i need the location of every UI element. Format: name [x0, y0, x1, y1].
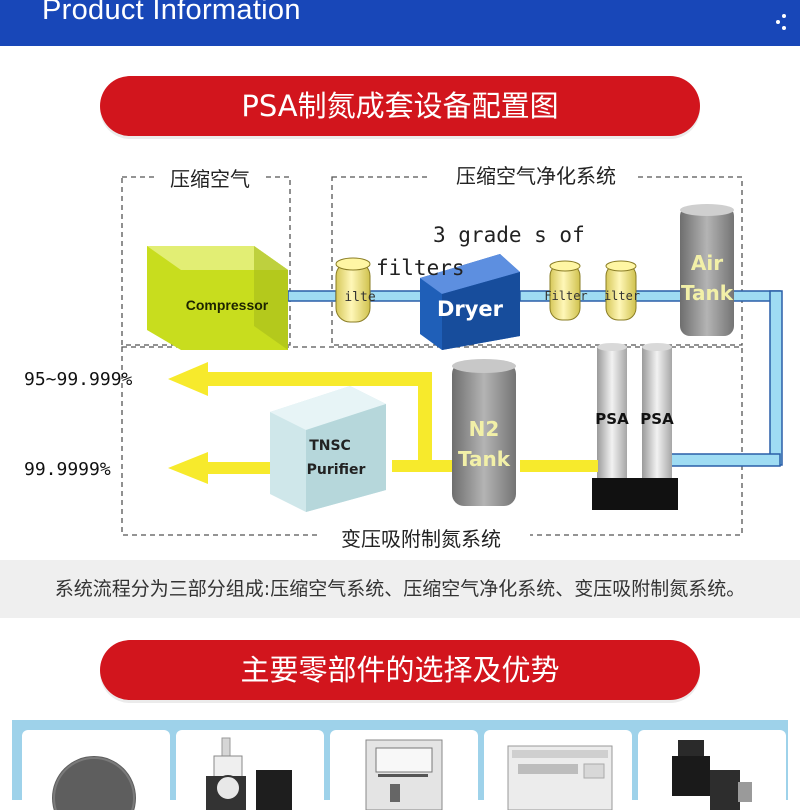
- dryer-label: Dryer: [437, 297, 504, 321]
- n2-tank: [452, 359, 516, 506]
- vertical-dots-icon[interactable]: [776, 12, 788, 36]
- purifier-label-2: Purifier: [307, 462, 366, 478]
- label-compressed-air: 压缩空气: [170, 167, 250, 191]
- output-purity-standard: 95~99.999%: [24, 369, 133, 390]
- label-air-purification: 压缩空气净化系统: [456, 164, 616, 188]
- caption-band: 系统流程分为三部分组成:压缩空气系统、压缩空气净化系统、变压吸附制氮系统。: [0, 560, 800, 618]
- pressure-regulator-image: [176, 730, 324, 810]
- psa-right-label: PSA: [640, 410, 674, 428]
- dryer-note-line-2: filters: [376, 256, 465, 280]
- purifier-label-1: TNSC: [309, 438, 351, 454]
- air-tank-label-1: Air: [691, 251, 723, 275]
- molecular-sieve-image: [22, 730, 170, 810]
- psa-flow-diagram: 压缩空气 压缩空气净化系统 变压吸附制氮系统 Compressor ilte D…: [24, 162, 783, 551]
- parts-strip: [12, 720, 788, 810]
- top-bar: Product Information: [0, 0, 800, 46]
- output-purity-high: 99.9999%: [24, 459, 111, 480]
- air-tank: [680, 204, 734, 336]
- dryer-note-line-1: 3 grade s of: [433, 223, 585, 247]
- filter-3-label: ilter: [604, 289, 640, 303]
- n2-tank-label-1: N2: [469, 417, 500, 441]
- section-title-parts: 主要零部件的选择及优势: [100, 640, 700, 700]
- filter-3: [605, 260, 637, 321]
- plc-controller-image: [484, 730, 632, 810]
- n2-tank-label-2: Tank: [458, 447, 511, 471]
- label-psa-nitrogen: 变压吸附制氮系统: [341, 527, 501, 551]
- filter-2: [549, 260, 581, 321]
- psa-towers: [592, 343, 678, 510]
- nitrogen-flow-arrows: [168, 362, 598, 484]
- page-title: Product Information: [42, 0, 301, 26]
- pressure-switch-image: [330, 730, 478, 810]
- section-title-config: PSA制氮成套设备配置图: [100, 76, 700, 136]
- filter-1: [335, 257, 371, 323]
- compressor-label: Compressor: [186, 297, 269, 313]
- system-caption: 系统流程分为三部分组成:压缩空气系统、压缩空气净化系统、变压吸附制氮系统。: [54, 578, 746, 600]
- filter-2-label: Filter: [544, 289, 587, 303]
- air-tank-label-2: Tank: [681, 281, 734, 305]
- group-box-air-purification: [331, 176, 743, 346]
- filter-1-label: ilte: [344, 290, 375, 305]
- solenoid-valve-image: [638, 730, 786, 810]
- psa-left-label: PSA: [595, 410, 629, 428]
